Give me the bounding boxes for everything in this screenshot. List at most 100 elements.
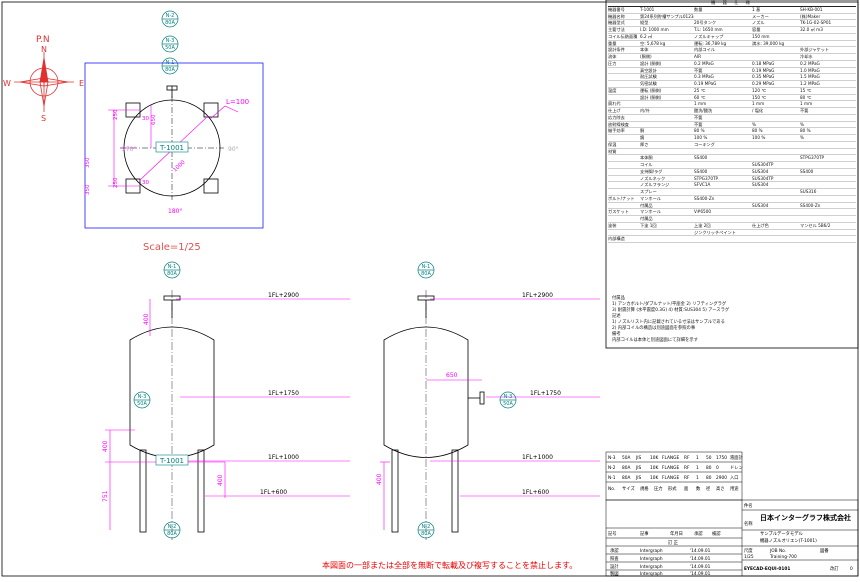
spec-cell	[694, 14, 752, 20]
spec-cell: 25 ℃	[694, 87, 706, 93]
right-level-600: 1FL+600	[522, 489, 549, 496]
spec-cell	[752, 230, 800, 236]
spec-cell: 不要	[694, 67, 703, 73]
spec-cell: 150 ℃	[752, 94, 767, 100]
spec-cell: 付属品	[640, 216, 653, 221]
spec-cell: コイル	[640, 162, 653, 167]
right-dim-650: 650	[446, 372, 458, 379]
nozzle-hdr-dia: 径	[706, 485, 711, 492]
spec-cell: 流体	[608, 54, 617, 59]
spec-cell	[752, 115, 800, 121]
nozzle-row-3-size: 80A	[622, 475, 630, 481]
right-dim-400: 400	[376, 473, 383, 485]
spec-cell: (株)Maker	[800, 13, 821, 19]
spec-cell	[608, 176, 640, 182]
spec-cell: 上塗 2回	[694, 222, 711, 228]
spec-cell: 温度	[608, 87, 617, 93]
spec-cell: 真空設計	[640, 67, 657, 73]
left-nozzle-id-3: N-2	[168, 524, 177, 530]
spec-notes: 付属品 1) アンカボルト/ダブルナット/平座金 2) リフティングラグ 3) …	[612, 296, 852, 344]
copyright-notice: 本図面の一部または全部を無断で転載及び複写することを禁止します。	[322, 561, 578, 570]
spec-cell: 本体胴	[640, 155, 653, 161]
nozzle-row-2-size: 80A	[622, 465, 630, 471]
plan-nozzle-id-1: N-2	[166, 13, 175, 19]
spec-cell: 0.29 MPaG	[752, 81, 775, 86]
spec-cell: 不要	[694, 114, 703, 120]
sheet-value: 0	[850, 566, 853, 572]
plan-tag-box	[155, 141, 189, 153]
spec-cell: SUS304TP	[752, 162, 774, 167]
right-elevation-vessel	[383, 290, 485, 540]
spec-cell: 縦型	[640, 20, 649, 26]
spec-cell: 1.2 MPaG	[800, 81, 820, 86]
spec-cell: 保温	[608, 141, 617, 147]
spec-cell: 20号タンク	[694, 20, 717, 26]
spec-cell: SUS304	[752, 168, 769, 174]
nozzle-row-1-service: 液面計	[730, 454, 744, 461]
spec-cell: 数量	[694, 6, 703, 12]
spec-cell: 0.3 MPaG	[694, 74, 714, 80]
spec-cell: SS400	[694, 168, 708, 174]
spec-cell: 1.5 MPaG	[800, 74, 820, 80]
spec-cell: SUS304TP	[752, 175, 774, 181]
approval-name-3: Intergraph	[640, 564, 663, 570]
spec-cell: 6.2 ㎡	[640, 33, 653, 39]
left-nozzle-size-1: 80A	[167, 271, 177, 277]
left-tag: T-1001	[159, 457, 184, 465]
spec-cell	[752, 54, 800, 60]
left-nozzle-id-1: N-1	[168, 264, 177, 270]
plant-north-label: P.N	[36, 35, 50, 45]
spec-cell	[608, 230, 640, 236]
plan-nozzle-size-2: 50A	[165, 45, 175, 51]
approval-label-3: 設計	[610, 563, 619, 570]
nozzle-hdr-type: 形式	[668, 485, 677, 492]
spec-cell: 内部構造	[608, 236, 625, 242]
note-5: 内部コイルは本体と別途図面にて詳細を示す	[612, 338, 698, 343]
spec-cell	[800, 196, 856, 202]
note-label: 記述	[612, 314, 621, 319]
spec-cell: 1 基	[752, 6, 761, 12]
right-elevation-leaders	[380, 298, 600, 530]
nozzle-row-1-height: 1750	[716, 455, 727, 461]
left-level-1750: 1FL+1750	[268, 390, 299, 397]
plan-dim-30a: 30	[142, 116, 149, 122]
spec-row: 設計条件本体内部コイル外部ジャケット	[608, 47, 856, 54]
nozzle-hdr-face: 面	[684, 486, 689, 492]
approval-date-2: '14.09.01	[690, 556, 711, 562]
nozzle-row-2-std: JIS	[635, 465, 642, 471]
spec-cell: 材質	[608, 148, 617, 154]
spec-cell	[694, 162, 752, 168]
spec-cell	[800, 176, 856, 182]
job-label: JOB No.	[769, 548, 786, 554]
right-level-1750: 1FL+1750	[530, 390, 561, 397]
plan-dim-250a: 250	[113, 109, 119, 120]
spec-cell: V#6500	[694, 209, 712, 215]
nozzle-hdr-size: サイズ	[622, 485, 635, 492]
spec-cell	[800, 182, 856, 188]
compass-rose	[14, 52, 74, 112]
spec-cell: 継手効率	[608, 128, 625, 134]
spec-cell: AIR	[694, 54, 702, 59]
spec-cell: 放射線検査	[608, 121, 629, 127]
note-2: 3) 耐震計算 (水平震度0.3G) 4) 材質:SUS304 5) アースラグ	[612, 308, 730, 313]
company-name: 日本インターグラフ株式会社	[760, 513, 851, 522]
title-block-frame	[605, 499, 859, 577]
plan-angle-270: 270°	[122, 146, 136, 153]
approval-name-2: Intergraph	[640, 556, 663, 562]
spec-cell: コーキング	[694, 141, 715, 147]
plan-dim-350a: 350	[85, 157, 91, 168]
left-level-1000: 1FL+1000	[268, 454, 299, 461]
spec-cell: 下塗 1回	[640, 222, 657, 228]
nozzle-row-1-dia: 50	[706, 455, 712, 461]
right-nozzle-id-2: N-3	[504, 394, 513, 400]
